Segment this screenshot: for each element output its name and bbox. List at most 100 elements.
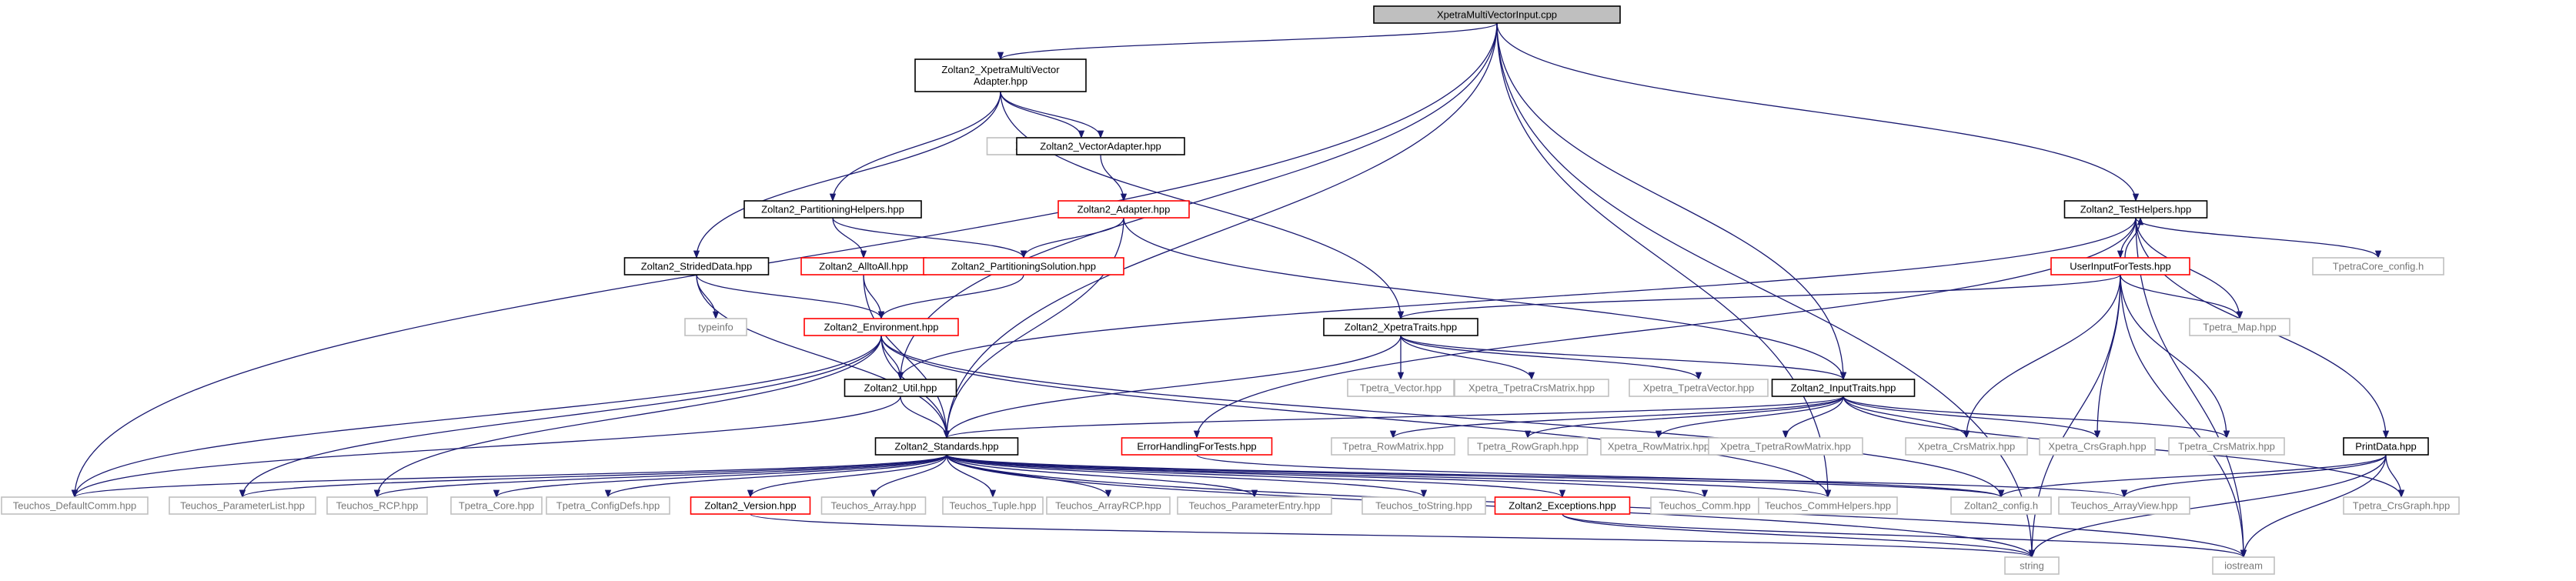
node-typeinfo[interactable]: typeinfo — [684, 318, 747, 336]
node-teuchos-tuple-hpp[interactable]: Teuchos_Tuple.hpp — [942, 496, 1044, 515]
edge-line — [2120, 274, 2244, 320]
node-box — [1, 496, 149, 515]
node-label: Zoltan2_PartitioningHelpers.hpp — [761, 204, 904, 215]
edge-std-to-ver — [747, 454, 947, 499]
node-zoltan2-alltoall-hpp[interactable]: Zoltan2_AlltoAll.hpp — [800, 257, 927, 275]
node-xpetra-rowmatrix-hpp[interactable]: Xpetra_RowMatrix.hpp — [1600, 437, 1717, 456]
edge-exc-to-str — [1562, 513, 2035, 559]
node-zoltan2-partitioningsolution-hpp[interactable]: Zoltan2_PartitioningSolution.hpp — [923, 257, 1124, 275]
node-teuchos-commhelpers-hpp[interactable]: Teuchos_CommHelpers.hpp — [1758, 496, 1898, 515]
edge-uift-to-xcm — [1963, 274, 2121, 439]
node-zoltan2-util-hpp[interactable]: Zoltan2_Util.hpp — [844, 379, 957, 397]
edge-line — [693, 91, 1001, 259]
node-zoltan2-inputtraits-hpp[interactable]: Zoltan2_InputTraits.hpp — [1771, 379, 1916, 397]
edge-line — [373, 335, 882, 499]
node-box — [623, 257, 770, 275]
node-tpetra-crsgraph-hpp[interactable]: Tpetra_CrsGraph.hpp — [2343, 496, 2460, 515]
node-userinputfortests-hpp[interactable]: UserInputForTests.hpp — [2050, 257, 2190, 275]
edge-line — [1496, 22, 1832, 499]
node-teuchos-arrayrcp-hpp[interactable]: Teuchos_ArrayRCP.hpp — [1046, 496, 1171, 515]
node-errorhandlingfortests-hpp[interactable]: ErrorHandlingForTests.hpp — [1121, 437, 1273, 456]
node-tpetra-rowgraph-hpp[interactable]: Tpetra_RowGraph.hpp — [1467, 437, 1589, 456]
edge-xt-to-std — [943, 335, 1402, 439]
node-string[interactable]: string — [2004, 556, 2060, 575]
edge-line — [1843, 396, 2101, 439]
edge-line — [1998, 454, 2387, 499]
edge-line — [944, 396, 1844, 439]
node-box — [804, 318, 959, 336]
edge-line — [1000, 91, 1085, 139]
edge-std-to-tpl — [239, 454, 947, 499]
edge-root-to-it — [1496, 22, 1847, 381]
edge-std-to-tdc — [72, 454, 947, 499]
edge-line — [870, 454, 947, 499]
node-zoltan2-strideddata-hpp[interactable]: Zoltan2_StridedData.hpp — [623, 257, 770, 275]
node-label: Tpetra_RowGraph.hpp — [1477, 441, 1579, 452]
edge-line — [943, 335, 1402, 439]
node-label: Xpetra_CrsGraph.hpp — [2048, 441, 2146, 452]
edge-std-to-trcp — [374, 454, 947, 499]
node-teuchos-tostring-hpp[interactable]: Teuchos_toString.hpp — [1362, 496, 1486, 515]
node-box — [690, 496, 811, 515]
node-label: Tpetra_CrsGraph.hpp — [2353, 500, 2450, 512]
edge-uift-to-tmap — [2120, 274, 2244, 320]
node-zoltan2-adapter-hpp[interactable]: Zoltan2_Adapter.hpp — [1057, 200, 1190, 219]
edge-xmva-to-ph — [829, 91, 1001, 202]
node-xpetra-crsmatrix-hpp[interactable]: Xpetra_CrsMatrix.hpp — [1905, 437, 2028, 456]
node-tpetra-configdefs-hpp[interactable]: Tpetra_ConfigDefs.hpp — [546, 496, 670, 515]
node-label: Xpetra_RowMatrix.hpp — [1608, 441, 1709, 452]
edge-line — [832, 217, 867, 259]
node-teuchos-parameterentry-hpp[interactable]: Teuchos_ParameterEntry.hpp — [1177, 496, 1332, 515]
node-zoltan2-testhelpers-hpp[interactable]: Zoltan2_TestHelpers.hpp — [2063, 200, 2208, 219]
node-tpetra-vector-hpp[interactable]: Tpetra_Vector.hpp — [1347, 379, 1455, 397]
node-tpetra-rowmatrix-hpp[interactable]: Tpetra_RowMatrix.hpp — [1331, 437, 1455, 456]
node-box — [2212, 556, 2275, 575]
node-xpetra-tpetravector-hpp[interactable]: Xpetra_TpetraVector.hpp — [1629, 379, 1769, 397]
node-zoltan2-environment-hpp[interactable]: Zoltan2_Environment.hpp — [804, 318, 959, 336]
node-label: Zoltan2_TestHelpers.hpp — [2080, 204, 2192, 215]
node-teuchos-arrayview-hpp[interactable]: Teuchos_ArrayView.hpp — [2058, 496, 2190, 515]
edge-xt-to-xtcrs — [1400, 335, 1535, 381]
node-tpetracore-config-h[interactable]: TpetraCore_config.h — [2312, 257, 2444, 275]
edge-line — [2240, 454, 2387, 559]
node-xpetra-tpetrarowmatrix-hpp[interactable]: Xpetra_TpetraRowMatrix.hpp — [1708, 437, 1863, 456]
node-teuchos-array-hpp[interactable]: Teuchos_Array.hpp — [820, 496, 927, 515]
edge-line — [1020, 217, 1124, 259]
node-zoltan2-partitioninghelpers-hpp[interactable]: Zoltan2_PartitioningHelpers.hpp — [743, 200, 922, 219]
node-teuchos-comm-hpp[interactable]: Teuchos_Comm.hpp — [1650, 496, 1759, 515]
edge-env-to-tch — [880, 335, 1832, 499]
node-zoltan2-config-h[interactable]: Zoltan2_config.h — [1950, 496, 2052, 515]
node-box — [1046, 496, 1171, 515]
node-teuchos-defaultcomm-hpp[interactable]: Teuchos_DefaultComm.hpp — [1, 496, 149, 515]
node-xpetramultivectorinput-cpp[interactable]: XpetraMultiVectorInput.cpp — [1373, 5, 1621, 24]
edge-pd-to-tav — [2120, 454, 2387, 499]
edge-std-to-tcore — [493, 454, 947, 499]
node-zoltan2-version-hpp[interactable]: Zoltan2_Version.hpp — [690, 496, 811, 515]
node-teuchos-parameterlist-hpp[interactable]: Teuchos_ParameterList.hpp — [169, 496, 316, 515]
edge-line — [1400, 335, 1702, 381]
node-label: Zoltan2_XpetraMultiVector — [941, 64, 1060, 75]
node-zoltan2-standards-hpp[interactable]: Zoltan2_Standards.hpp — [874, 437, 1019, 456]
node-printdata-hpp[interactable]: PrintData.hpp — [2343, 437, 2429, 456]
node-zoltan2-xpetratraits-hpp[interactable]: Zoltan2_XpetraTraits.hpp — [1323, 318, 1478, 336]
node-zoltan2-exceptions-hpp[interactable]: Zoltan2_Exceptions.hpp — [1494, 496, 1631, 515]
edge-line — [1843, 396, 1970, 439]
node-teuchos-rcp-hpp[interactable]: Teuchos_RCP.hpp — [326, 496, 428, 515]
node-xpetra-tpetracrsmatrix-hpp[interactable]: Xpetra_TpetraCrsMatrix.hpp — [1454, 379, 1609, 397]
node-zoltan2-vectoradapter-hpp[interactable]: Zoltan2_VectorAdapter.hpp — [1016, 137, 1185, 155]
node-box — [2189, 318, 2290, 336]
node-iostream[interactable]: iostream — [2212, 556, 2275, 575]
node-xpetra-crsgraph-hpp[interactable]: Xpetra_CrsGraph.hpp — [2039, 437, 2156, 456]
edge-th-to-util — [897, 217, 2137, 381]
node-tpetra-map-hpp[interactable]: Tpetra_Map.hpp — [2189, 318, 2290, 336]
node-tpetra-core-hpp[interactable]: Tpetra_Core.hpp — [450, 496, 543, 515]
node-box — [1758, 496, 1898, 515]
node-tpetra-crsmatrix-hpp[interactable]: Tpetra_CrsMatrix.hpp — [2168, 437, 2285, 456]
edge-vad-to-ad — [1100, 154, 1128, 202]
edge-line — [604, 454, 947, 499]
edge-it-to-tcm — [1843, 396, 2230, 439]
node-box — [942, 496, 1044, 515]
edge-xt-to-xtvec — [1400, 335, 1702, 381]
